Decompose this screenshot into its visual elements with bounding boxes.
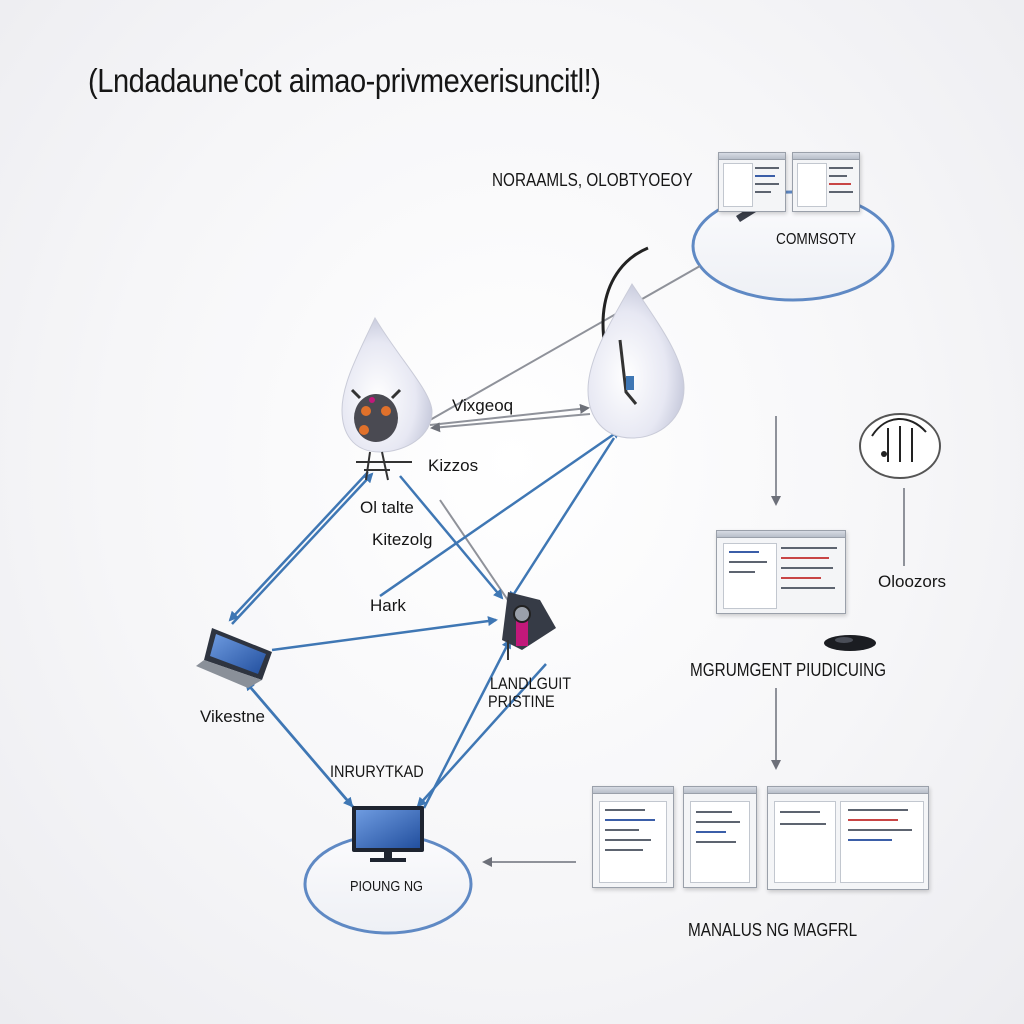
label-mgrumgent: MGRUMGENT PIUDICUING bbox=[690, 660, 887, 680]
window-thumbnail-community-1 bbox=[718, 152, 786, 212]
label-vixgeog: Vixgeoq bbox=[452, 396, 514, 415]
window-thumbnail-manual-3 bbox=[767, 786, 929, 890]
arrow-laptop-to-router bbox=[271, 616, 498, 652]
gray-connectors bbox=[429, 265, 905, 867]
label-oloozors: Oloozors bbox=[878, 572, 947, 591]
window-thumbnail-community-2 bbox=[792, 152, 860, 212]
label-community: COMMSOTY bbox=[776, 231, 857, 248]
label-landlguit: LANDLGUIT bbox=[490, 674, 572, 693]
connector-kitezolg bbox=[439, 499, 521, 619]
label-hark: Hark bbox=[370, 596, 406, 615]
window-thumbnail-manual-2 bbox=[683, 786, 757, 888]
label-oltalte: Ol talte bbox=[360, 498, 414, 517]
label-inrurytkad: INRURYTKAD bbox=[330, 762, 424, 781]
label-kizzos: Kizzos bbox=[428, 456, 479, 475]
diagram-title: (Lndadaune'cot aimao-privmexerisuncitl!) bbox=[88, 62, 601, 99]
label-vikestne: Vikestne bbox=[200, 707, 265, 726]
arrow-to-right-droplet bbox=[379, 428, 622, 598]
window-thumbnail-measurement bbox=[716, 530, 846, 614]
network-device-icon bbox=[502, 592, 556, 660]
label-pristine: PRISTINE bbox=[488, 692, 555, 711]
label-manalus: MANALUS NG MAGFRL bbox=[688, 920, 858, 940]
connector-community-to-droplet bbox=[429, 265, 701, 421]
arrow-droplet-to-laptop bbox=[228, 471, 369, 622]
robot-icon bbox=[350, 388, 412, 481]
monitor-icon bbox=[352, 806, 424, 862]
arrow-monitor-to-laptop bbox=[244, 680, 355, 809]
sensor-wire-icon bbox=[859, 413, 941, 479]
arrow-router-to-monitor bbox=[416, 663, 547, 808]
connector-droplets-b bbox=[430, 413, 591, 433]
arrow-laptop-to-droplet bbox=[231, 472, 374, 625]
droplet-right bbox=[587, 283, 685, 439]
mouse-icon bbox=[824, 635, 876, 651]
arrow-droplet-to-router bbox=[399, 475, 504, 600]
window-thumbnail-manual-1 bbox=[592, 786, 674, 888]
laptop-icon bbox=[196, 628, 272, 688]
arrow-router-from-droplet bbox=[508, 437, 616, 602]
label-kitezolg: Kitezolg bbox=[372, 530, 433, 549]
label-pioungng: PIOUNG NG bbox=[350, 878, 423, 895]
arrow-monitor-to-router bbox=[422, 638, 512, 809]
connector-droplets-a bbox=[429, 403, 590, 426]
blue-arrows bbox=[228, 428, 622, 809]
label-top-caption: NORAAMLS, OLOBTYOEOY bbox=[492, 170, 693, 190]
